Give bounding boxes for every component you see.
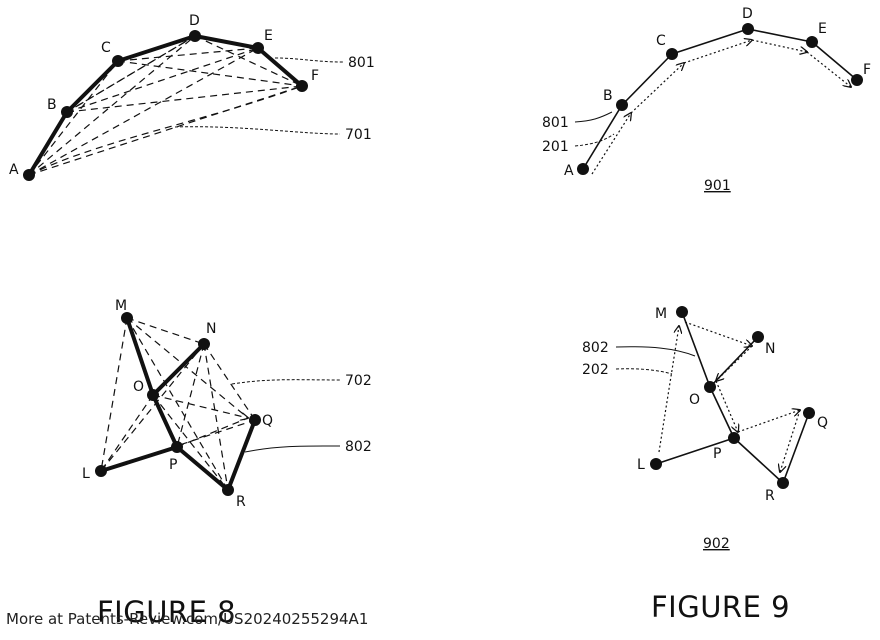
node-label: B	[603, 88, 613, 104]
node-label: D	[742, 6, 753, 22]
node-label: C	[656, 33, 666, 49]
fig9-top-nodes	[577, 23, 863, 175]
node-label: R	[236, 494, 246, 510]
ref-number: 802	[345, 439, 372, 455]
view-ref: 902	[703, 536, 730, 552]
node-label: Q	[817, 415, 828, 431]
fig8-top-graph: A B C D E F 801 701	[9, 13, 375, 181]
node-label: N	[765, 341, 775, 357]
ref-number: 801	[542, 115, 569, 131]
node-label: R	[765, 488, 775, 504]
node-label: P	[713, 446, 721, 462]
node-label: Q	[262, 413, 273, 429]
node-label: F	[311, 68, 319, 84]
fig8-top-path	[27, 34, 304, 177]
node-label: L	[637, 457, 645, 473]
node-label: C	[101, 40, 111, 56]
node-label: O	[689, 392, 700, 408]
node-label: L	[82, 466, 90, 482]
fig9-bottom-nodes	[650, 306, 815, 489]
figure-8-caption: FIGURE 8	[97, 595, 236, 629]
ref-number: 702	[345, 373, 372, 389]
ref-leader	[174, 126, 341, 135]
node-label: A	[9, 162, 19, 178]
ref-number: 202	[582, 362, 609, 378]
ref-number: 701	[345, 127, 372, 143]
fig9-bottom-path	[681, 311, 810, 484]
fig9-top-path	[582, 28, 858, 170]
fig8-top-dashed-edges	[28, 35, 303, 176]
node-label: P	[169, 457, 177, 473]
node-label: E	[264, 28, 273, 44]
node-label: N	[206, 321, 216, 337]
fig9-top-route	[591, 40, 851, 175]
figure-9-caption: FIGURE 9	[651, 590, 790, 624]
view-ref: 901	[704, 178, 731, 194]
fig9-top-graph: A B C D E F 801 201 901	[542, 6, 871, 194]
ref-leader	[231, 379, 341, 385]
node-label: F	[863, 62, 871, 78]
node-label: D	[189, 13, 200, 29]
node-label: M	[115, 298, 127, 314]
ref-number: 802	[582, 340, 609, 356]
ref-leader	[615, 368, 673, 375]
fig8-bottom-nodes	[95, 312, 261, 496]
ref-leader	[615, 346, 696, 357]
ref-leader	[574, 133, 615, 147]
node-label: E	[818, 21, 827, 37]
ref-leader	[244, 445, 341, 453]
source-footer: More at Patents-Review.com/US20240255294…	[6, 610, 369, 628]
node-label: B	[47, 97, 57, 113]
fig9-bottom-route	[658, 321, 800, 472]
fig8-top-nodes	[23, 30, 308, 181]
ref-leader	[274, 57, 344, 63]
fig8-bottom-graph: M N O P Q L R 702 802	[82, 298, 372, 510]
ref-number: 801	[348, 55, 375, 71]
node-label: M	[655, 306, 667, 322]
fig9-bottom-graph: M N O P Q L R 802 202 902	[582, 306, 828, 552]
node-label: A	[564, 163, 574, 179]
ref-number: 201	[542, 139, 569, 155]
ref-leader	[574, 111, 613, 123]
node-label: O	[133, 379, 144, 395]
